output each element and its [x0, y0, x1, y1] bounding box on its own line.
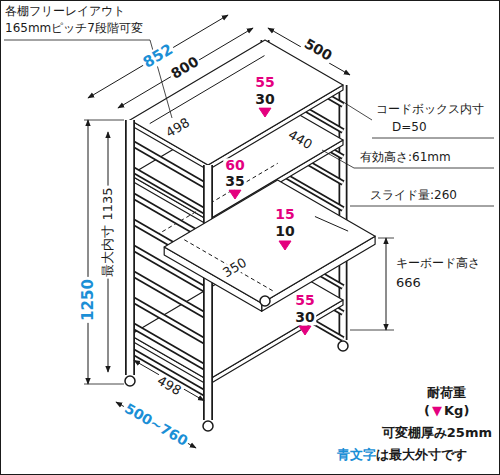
note-text: 666: [394, 276, 423, 290]
note-text: ▼: [432, 404, 442, 418]
dimension-value: 35: [223, 174, 246, 189]
note-text: スライド量:260: [368, 189, 459, 202]
dimension-value: 55: [293, 293, 316, 308]
leader-line: [4, 40, 150, 41]
dimension-line: [268, 28, 350, 75]
side-rung: [130, 272, 208, 317]
load-mark: [259, 108, 271, 117]
dimension-value: 60: [223, 158, 246, 173]
dimension-line: [386, 238, 387, 330]
note-text: Kg): [444, 404, 469, 418]
note-text: 165mmピッチ7段階可変: [5, 22, 143, 35]
side-rung: [130, 168, 208, 213]
dimension-value: 30: [253, 92, 276, 107]
note-text: 各棚フリーレイアウト: [5, 5, 125, 18]
side-rung: [130, 298, 208, 343]
leader-line: [354, 168, 494, 169]
front-post: [125, 120, 135, 375]
side-rung: [130, 142, 208, 187]
leader-line: [340, 100, 372, 120]
dimension-value: 55: [253, 75, 276, 90]
note-text: 最大内寸 1135: [101, 185, 115, 278]
caster: [203, 421, 213, 431]
side-rung: [130, 272, 208, 317]
leader-line: [350, 206, 364, 207]
dimension-value: 500: [300, 35, 336, 65]
side-rung: [130, 142, 208, 187]
dimension-value: 30: [293, 310, 316, 325]
front-post: [203, 165, 213, 420]
note-text: D=50: [390, 121, 429, 134]
dimension-line: [88, 120, 89, 384]
note-text: 耐荷重: [427, 386, 466, 400]
note-text: (: [424, 404, 430, 418]
caster: [260, 296, 270, 306]
cord-box: [150, 56, 265, 124]
extension-line: [378, 238, 394, 239]
dimension-value: 1250: [80, 277, 97, 323]
tray-rail: [184, 240, 274, 292]
leader-line: [372, 138, 494, 139]
load-mark: [279, 241, 291, 250]
dimension-value: 800: [167, 53, 203, 83]
side-rung: [130, 168, 208, 213]
dimension-value: 15: [273, 207, 296, 222]
load-mark: [299, 326, 311, 335]
dimension-value: 500~760: [120, 400, 192, 450]
load-mark: [229, 190, 241, 199]
note-text: 有効高さ:61mm: [358, 151, 453, 164]
tray-bracket: [315, 217, 348, 232]
side-rung: [130, 298, 208, 343]
note-text: 青文字: [337, 448, 376, 462]
shelf: [130, 40, 343, 165]
caster: [125, 376, 135, 386]
front-post: [127, 120, 134, 375]
front-post: [205, 165, 212, 420]
extension-line: [84, 120, 124, 121]
note-text: 可変棚厚み25mm: [382, 426, 492, 440]
note-text: コードボックス内寸: [374, 103, 486, 116]
note-text: キーボード高さ: [394, 257, 482, 270]
extension-line: [84, 384, 124, 385]
extension-line: [350, 330, 394, 331]
side-rung: [130, 324, 208, 369]
keyboard-tray: [164, 180, 375, 303]
side-rung: [130, 324, 208, 369]
leader-line: [322, 150, 354, 168]
dimension-value: 10: [273, 224, 296, 239]
dimension-line: [134, 360, 204, 401]
note-text: は最大外寸です: [376, 448, 467, 462]
caster: [338, 341, 348, 351]
leader-line: [364, 206, 494, 207]
